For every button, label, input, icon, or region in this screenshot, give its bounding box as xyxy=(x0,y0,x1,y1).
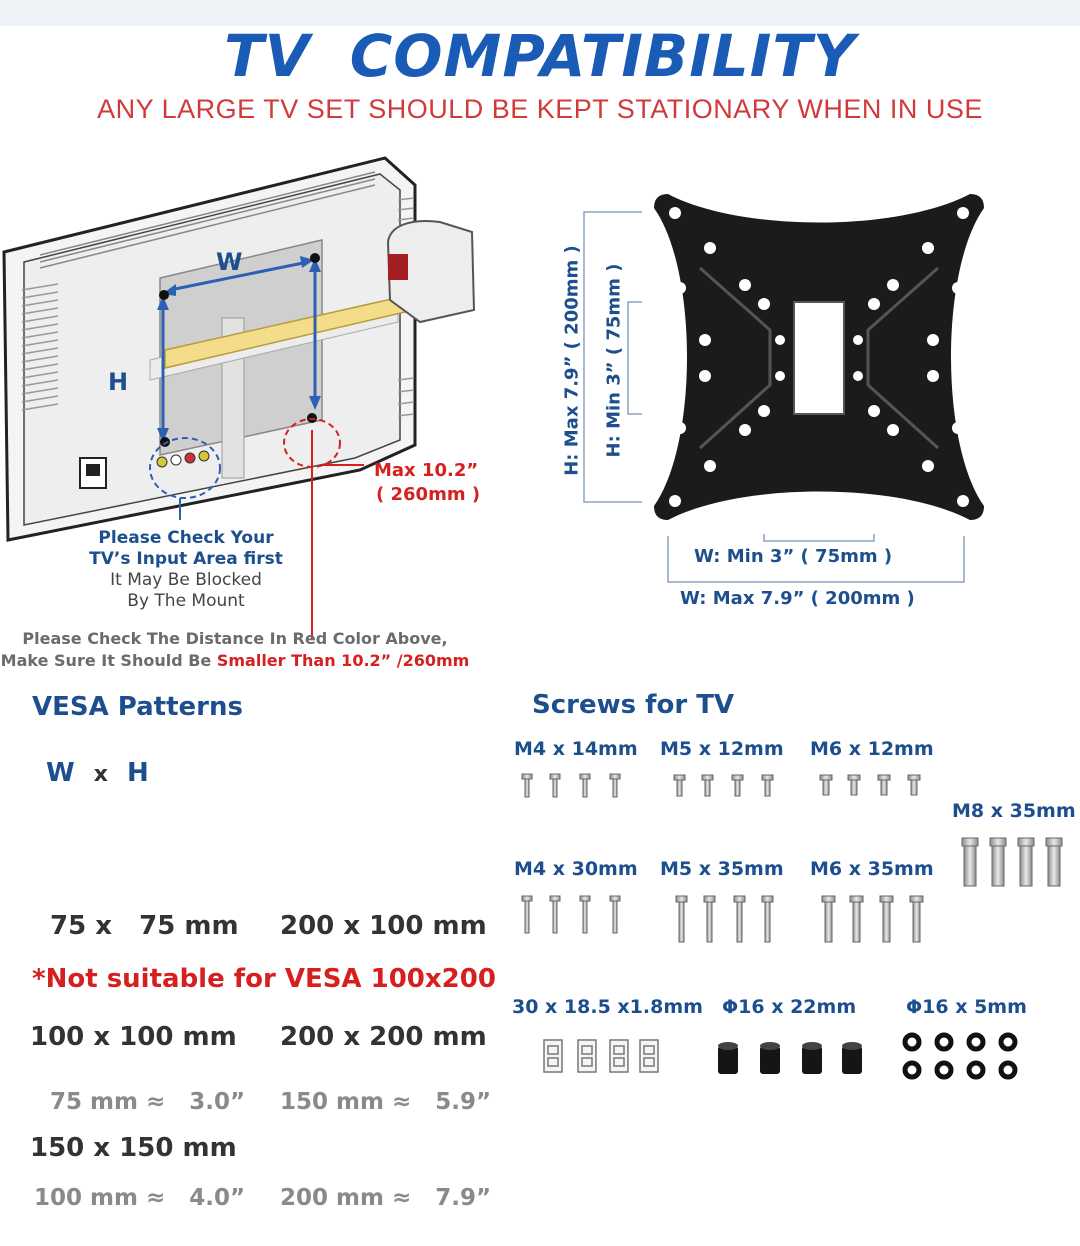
screw-m4-14 xyxy=(609,773,621,798)
spacers-plates-group xyxy=(543,1039,659,1073)
screw-m4-14 xyxy=(579,773,591,798)
screw-label: Φ16 x 22mm xyxy=(722,996,857,1018)
mount-plate-illustration xyxy=(583,194,984,583)
screw-label: Φ16 x 5mm xyxy=(906,996,1027,1018)
width-label: W xyxy=(216,248,243,276)
screw-m6-35 xyxy=(821,895,836,943)
vesa-pattern: 200 x 100 mm xyxy=(280,911,487,941)
screw-m4-14 xyxy=(549,773,561,798)
screw-m5-35 xyxy=(703,895,716,943)
screw-m6-35 xyxy=(909,895,924,943)
screw-m5-35 xyxy=(675,895,688,943)
vesa-warning: *Not suitable for VESA 100x200 xyxy=(32,964,496,994)
screw-m4-30 xyxy=(609,895,621,934)
max-distance-label: Max 10.2” xyxy=(374,460,479,481)
screws-heading: Screws for TV xyxy=(532,690,735,720)
vesa-wxh: W x H xyxy=(46,758,149,788)
max-distance-mm: ( 260mm ) xyxy=(376,484,481,505)
spacers-5mm-group xyxy=(902,1032,1018,1080)
screw-m4-30 xyxy=(549,895,561,934)
screws-short-group xyxy=(521,773,921,798)
screw-label: 30 x 18.5 x1.8mm xyxy=(512,996,703,1018)
screw-m5-35 xyxy=(761,895,774,943)
hardware-illustrations xyxy=(521,773,1063,1080)
vesa-patterns-right: 200 x 100 mm 200 x 200 mm xyxy=(280,834,487,1093)
diagram-layer xyxy=(2,156,984,640)
spacer-16x22 xyxy=(760,1042,780,1074)
screw-m8-35 xyxy=(1045,837,1063,887)
screw-m5-12 xyxy=(673,774,686,797)
screw-m5-35 xyxy=(733,895,746,943)
screw-m6-12 xyxy=(819,774,833,796)
vesa-pattern: 100 x 100 mm xyxy=(30,1022,237,1052)
plate-30x18 xyxy=(543,1039,563,1073)
screw-label: M4 x 30mm xyxy=(514,858,638,880)
screw-m8-35 xyxy=(1017,837,1035,887)
screws-m8-group xyxy=(961,837,1063,887)
plate-30x18 xyxy=(609,1039,629,1073)
screw-label: M8 x 35mm xyxy=(952,800,1076,822)
tv-back-illustration xyxy=(2,156,476,640)
spacer-16x22 xyxy=(718,1042,738,1074)
screw-m5-12 xyxy=(731,774,744,797)
screw-m8-35 xyxy=(961,837,979,887)
screw-m4-14 xyxy=(521,773,533,798)
screw-m6-35 xyxy=(879,895,894,943)
plate-30x18 xyxy=(577,1039,597,1073)
vesa-pattern: 200 x 200 mm xyxy=(280,1022,487,1052)
screw-m8-35 xyxy=(989,837,1007,887)
vesa-pattern: 75 x 75 mm xyxy=(50,911,239,941)
plate-30x18 xyxy=(639,1039,659,1073)
top-band xyxy=(0,0,1080,26)
screw-label: M5 x 35mm xyxy=(660,858,784,880)
spacer-16x22 xyxy=(802,1042,822,1074)
height-label: H xyxy=(108,368,129,396)
vesa-heading: VESA Patterns xyxy=(32,692,243,722)
screw-m5-12 xyxy=(761,774,774,797)
screw-m6-12 xyxy=(847,774,861,796)
width-max-label: W: Max 7.9” ( 200mm ) xyxy=(680,588,915,609)
screw-m4-30 xyxy=(579,895,591,934)
screw-label: M4 x 14mm xyxy=(514,738,638,760)
screw-label: M5 x 12mm xyxy=(660,738,784,760)
width-min-label: W: Min 3” ( 75mm ) xyxy=(694,546,893,567)
spacer-16x22 xyxy=(842,1042,862,1074)
screw-m6-35 xyxy=(849,895,864,943)
screw-m5-12 xyxy=(701,774,714,797)
screw-label: M6 x 12mm xyxy=(810,738,934,760)
screws-long-group xyxy=(521,895,924,943)
input-check-note: Please Check Your TV’s Input Area first … xyxy=(89,528,283,611)
screw-m6-12 xyxy=(877,774,891,796)
distance-note: Please Check The Distance In Red Color A… xyxy=(0,629,470,670)
spacers-22mm-group xyxy=(718,1042,862,1074)
page-title: TV COMPATIBILITY xyxy=(224,22,856,90)
screw-label: M6 x 35mm xyxy=(810,858,934,880)
screw-m6-12 xyxy=(907,774,921,796)
screw-m4-30 xyxy=(521,895,533,934)
page-subtitle: ANY LARGE TV SET SHOULD BE KEPT STATIONA… xyxy=(97,94,983,124)
